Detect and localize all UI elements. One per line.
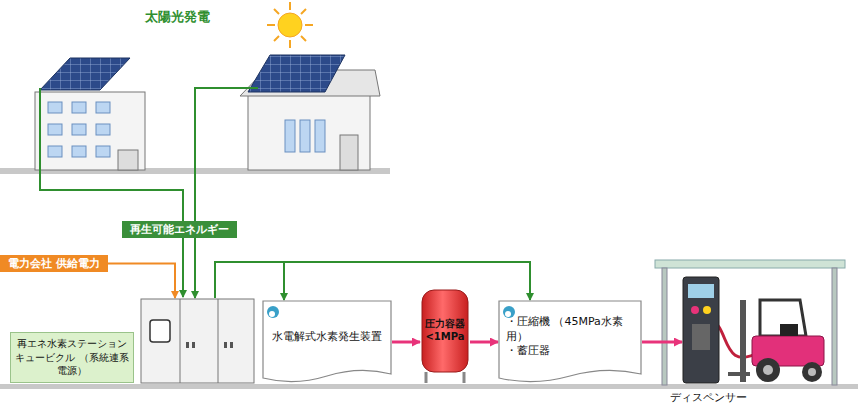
pressure-vessel: 圧力容器 <1MPa (420, 288, 470, 384)
band-label: 再生可能エネルギー (130, 223, 229, 236)
dispenser-shape (682, 276, 720, 384)
title-label: 太陽光発電 (145, 8, 210, 26)
office-building (35, 58, 145, 170)
forklift (728, 300, 824, 382)
door-edge (218, 299, 219, 383)
grid-power-band: 電力会社 供給電力 (0, 255, 108, 272)
connector (470, 341, 498, 344)
handle (192, 342, 195, 348)
canopy (655, 260, 845, 385)
connector (215, 262, 530, 300)
vessel-leg (426, 372, 464, 383)
house (240, 55, 380, 170)
pv-wire (195, 88, 258, 222)
box-outline (499, 301, 641, 382)
door-edge (180, 299, 181, 383)
connector (108, 264, 175, 299)
button (691, 306, 699, 314)
vessel-label: 圧力容器 <1MPa (423, 317, 467, 343)
handle (224, 342, 227, 348)
button (703, 306, 711, 314)
box-line: 水電解式水素発生装置 (272, 330, 382, 345)
compressor-box: ・圧縮機 （45MPa水素用）・蓄圧器 (498, 300, 642, 384)
box-outline (263, 301, 391, 382)
box-line: ・蓄圧器 (506, 344, 634, 359)
box-text: ・圧縮機 （45MPa水素用）・蓄圧器 (506, 315, 634, 360)
connector (215, 262, 284, 300)
label-text: 再エネ水素ステーション キュービクル （系統連系電源） (14, 337, 130, 378)
logo-mark (269, 311, 275, 317)
nozzle-holder (692, 324, 710, 350)
cabinet-body (141, 299, 254, 383)
dispenser-label: ディスペンサー (670, 390, 747, 405)
handle (230, 342, 233, 348)
ground (0, 384, 858, 389)
vessel-body (422, 290, 468, 372)
connector (392, 341, 420, 344)
window (150, 320, 170, 342)
handle (186, 342, 189, 348)
display (688, 284, 714, 298)
dispenser-body (683, 277, 719, 383)
logo-mark (267, 306, 279, 318)
cubicle-label: 再エネ水素ステーション キュービクル （系統連系電源） (10, 332, 134, 383)
sun (267, 2, 313, 48)
cubicle-cabinet (140, 298, 255, 384)
electrolyzer-box: 水電解式水素発生装置 (262, 300, 392, 384)
connector (642, 341, 682, 344)
energy-band: 再生可能エネルギー (122, 221, 237, 238)
cubicle: 再エネ水素ステーション キュービクル （系統連系電源） (140, 298, 255, 384)
band-label: 電力会社 供給電力 (8, 257, 100, 270)
dispenser: ディスペンサー (682, 276, 720, 384)
connector (194, 238, 196, 298)
box-line: ・圧縮機 （45MPa水素用） (506, 315, 634, 345)
box-text: 水電解式水素発生装置 (272, 330, 382, 345)
